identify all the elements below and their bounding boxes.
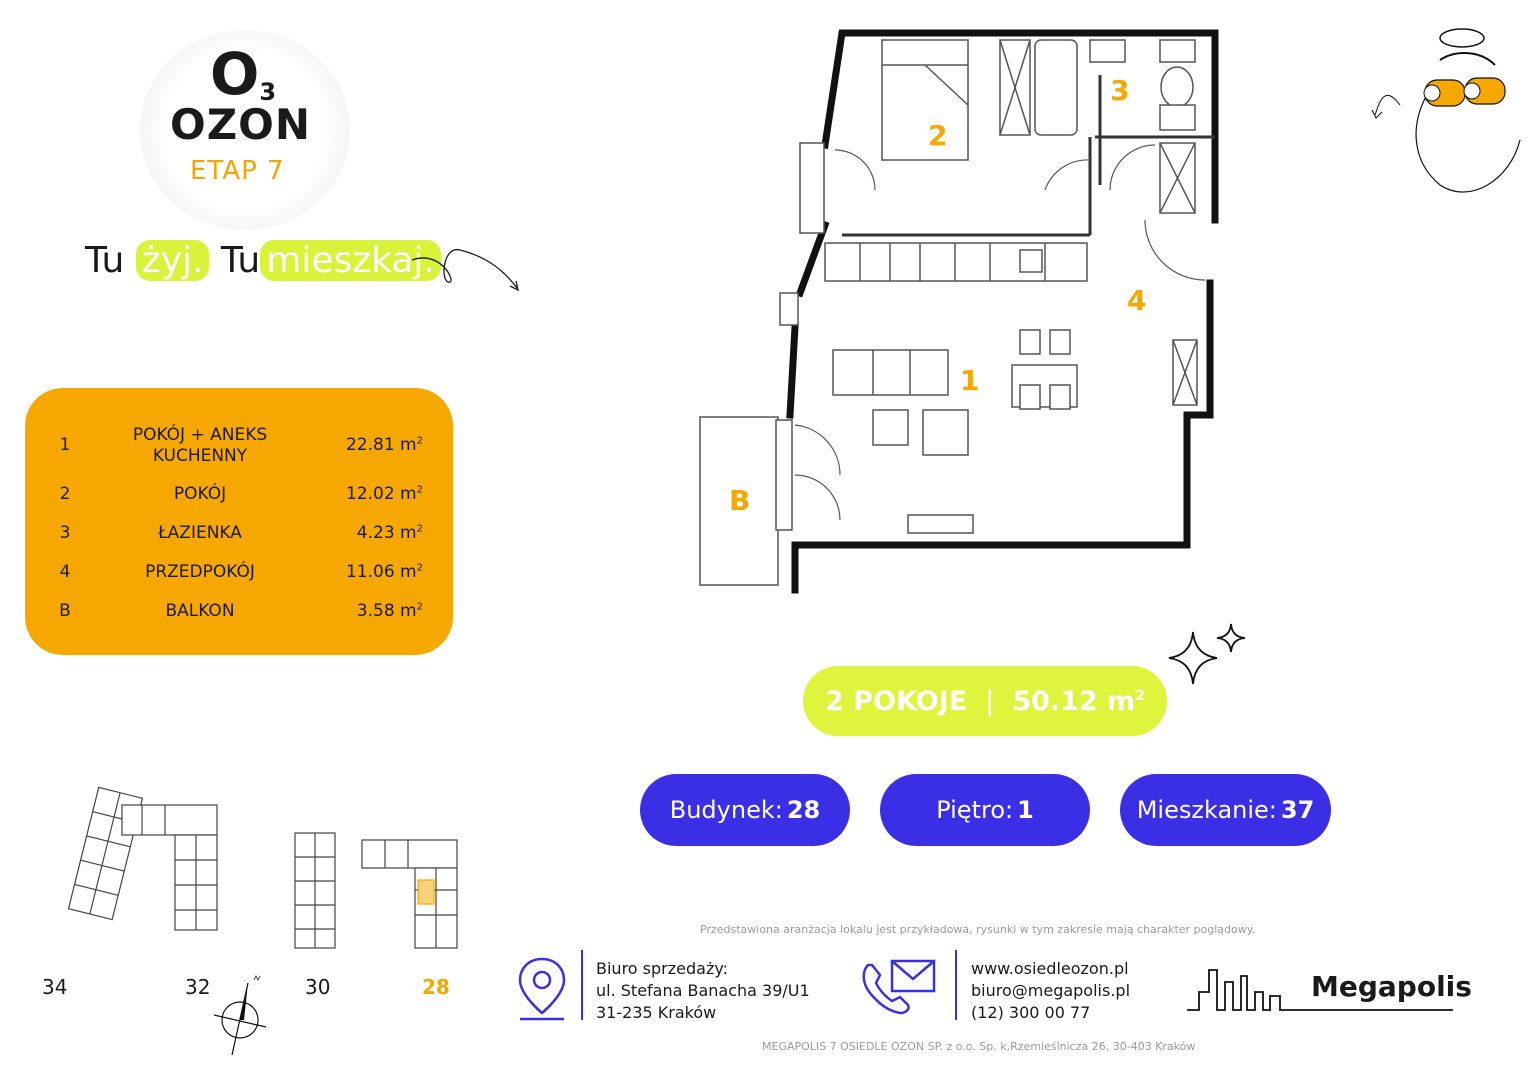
room-area: 4.23 m2 xyxy=(356,523,423,543)
building-badge: Budynek:28 xyxy=(640,774,850,846)
doors xyxy=(794,144,1206,521)
room-number: 1 xyxy=(59,435,71,455)
room-number: 2 xyxy=(59,484,71,504)
bed xyxy=(881,39,969,161)
room-name: POKÓJ xyxy=(173,484,227,504)
binoculars-illustration xyxy=(1371,28,1521,193)
apartment-badge: Mieszkanie:37 xyxy=(1120,774,1331,846)
balcony-outline xyxy=(699,416,779,586)
room-area: 22.81 m2 xyxy=(345,435,423,455)
disclaimer: Przedstawiona aranżacja lokalu jest przy… xyxy=(700,923,1256,936)
location-pin-icon xyxy=(518,957,566,1021)
room-name: BALKON xyxy=(165,601,235,621)
room-label: B xyxy=(729,484,750,517)
room-area: 12.02 m2 xyxy=(345,484,423,504)
compass-icon xyxy=(213,975,267,1056)
email-link[interactable]: biuro@megapolis.pl xyxy=(971,981,1131,1000)
building-label: 32 xyxy=(185,975,211,999)
room-area: 11.06 m2 xyxy=(345,562,423,582)
logo-halo xyxy=(140,30,350,230)
logo-mark: O3 xyxy=(210,40,276,108)
room-name: ŁAZIENKA xyxy=(158,523,242,543)
room-name: POKÓJ + ANEKS KUCHENNY xyxy=(132,425,268,466)
sparkle-icon xyxy=(1168,623,1246,685)
divider xyxy=(581,950,583,1020)
floor-badge: Piętro:1 xyxy=(880,774,1090,846)
building-30-plan xyxy=(294,832,336,949)
logo-wordmark: OZON xyxy=(170,100,312,149)
slogan-highlight: mieszkaj. xyxy=(260,240,441,281)
brand-name: Megapolis xyxy=(1311,970,1472,1003)
phone-number[interactable]: (12) 300 00 77 xyxy=(971,1003,1091,1022)
slogan-part: Tu xyxy=(85,240,125,281)
room-label: 2 xyxy=(928,119,947,152)
website-link[interactable]: www.osiedleozon.pl xyxy=(971,959,1129,978)
contact-info: www.osiedleozon.pl biuro@megapolis.pl (1… xyxy=(971,958,1130,1024)
floor-plan: 2 3 4 1 B xyxy=(699,29,1219,594)
company-info: MEGAPOLIS 7 OSIEDLE OZON SP. z o.o. Sp. … xyxy=(762,1040,1196,1053)
table-row: 1 POKÓJ + ANEKS KUCHENNY 22.81 m2 xyxy=(25,425,453,467)
building-28-plan xyxy=(361,839,458,949)
room-number: B xyxy=(59,601,71,621)
room-number: 4 xyxy=(59,562,71,582)
room-label: 1 xyxy=(960,364,979,397)
room-area: 3.58 m2 xyxy=(356,601,423,621)
cabinets xyxy=(999,39,1198,406)
megapolis-skyline-icon xyxy=(1187,969,1453,1011)
building-32-plan xyxy=(121,804,218,931)
building-label: 34 xyxy=(42,975,68,999)
building-label: 30 xyxy=(305,975,331,999)
total-area: 50.12 m2 xyxy=(1012,685,1145,717)
windows xyxy=(775,142,825,531)
bathroom-fixtures xyxy=(1089,39,1196,131)
separator: | xyxy=(985,685,995,717)
room-label: 3 xyxy=(1110,74,1129,107)
rooms-count: 2 POKOJE xyxy=(825,685,968,717)
stage-label: ETAP 7 xyxy=(190,156,285,186)
apartment-highlight xyxy=(417,879,435,905)
divider xyxy=(955,950,957,1020)
office-address: Biuro sprzedaży: ul. Stefana Banacha 39/… xyxy=(596,959,810,1022)
rooms-table: 1 POKÓJ + ANEKS KUCHENNY 22.81 m2 2 POKÓ… xyxy=(25,388,453,655)
curl-arrow-icon xyxy=(411,249,519,292)
building-label-active: 28 xyxy=(422,975,450,999)
room-label: 4 xyxy=(1127,284,1146,317)
living-furniture xyxy=(832,329,1078,534)
kitchen-counter xyxy=(824,242,1088,282)
phone-mail-icon xyxy=(862,959,936,1015)
interior-walls xyxy=(842,75,1215,237)
slogan-highlight: żyj. xyxy=(135,240,210,281)
site-map xyxy=(67,786,458,949)
room-labels: 2 3 4 1 B xyxy=(729,74,1146,517)
total-area-badge: 2 POKOJE | 50.12 m2 xyxy=(803,666,1167,736)
room-number: 3 xyxy=(59,523,71,543)
slogan-part: Tu xyxy=(220,240,261,281)
room-name: PRZEDPOKÓJ xyxy=(145,562,255,582)
outer-walls xyxy=(786,29,1219,594)
